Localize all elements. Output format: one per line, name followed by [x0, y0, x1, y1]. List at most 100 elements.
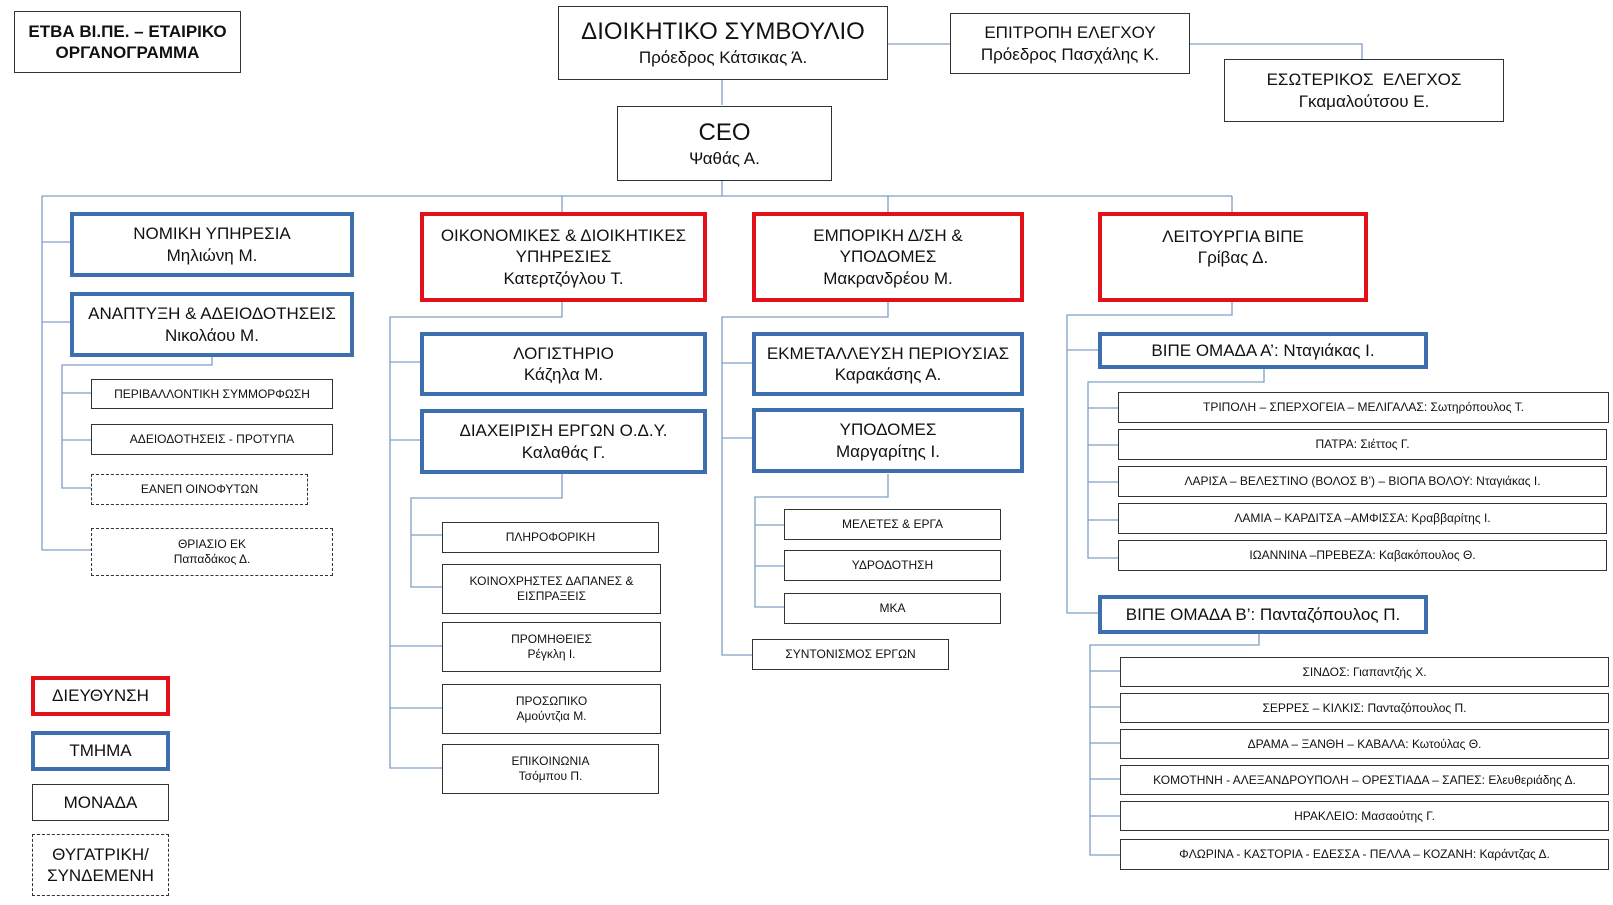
finance-title-line2: ΥΠΗΡΕΣΙΕΣ: [515, 247, 612, 267]
unit-label: ΠΡΟΜΗΘΕΙΕΣ: [511, 632, 592, 646]
site-label: ΙΩΑΝΝΙΝΑ –ΠΡΕΒΕΖΑ: Καβακόπουλος Θ.: [1249, 548, 1476, 562]
unit-mka: ΜΚΑ: [784, 593, 1001, 624]
unit-personnel: ΠΡΟΣΩΠΙΚΟ Αμούντζια Μ.: [442, 684, 661, 734]
unit-studies-works: ΜΕΛΕΤΕΣ & ΕΡΓΑ: [784, 509, 1001, 540]
board-person: Πρόεδρος Κάτσικας Ά.: [638, 48, 808, 68]
operations-person: Γρίβας Δ.: [1197, 248, 1269, 268]
chart-title-line1: ΕΤΒΑ ΒΙ.ΠΕ. – ΕΤΑΙΡΙΚΟ: [28, 21, 227, 41]
legend-department-label: ΤΜΗΜΑ: [69, 741, 132, 761]
chart-title: ΕΤΒΑ ΒΙ.ΠΕ. – ΕΤΑΙΡΙΚΟ ΟΡΓΑΝΟΓΡΑΜΜΑ: [14, 11, 241, 73]
legend-department: ΤΜΗΜΑ: [31, 731, 170, 771]
audit-committee-title: ΕΠΙΤΡΟΠΗ ΕΛΕΓΧΟΥ: [984, 23, 1156, 43]
site-b5: ΗΡΑΚΛΕΙΟ: Μασαούτης Γ.: [1120, 801, 1609, 831]
commercial-directorate: ΕΜΠΟΡΙΚΗ Δ/ΣΗ & ΥΠΟΔΟΜΕΣ Μακρανδρέου Μ.: [752, 212, 1024, 302]
site-b1: ΣΙΝΔΟΣ: Γιαπαντζής Χ.: [1120, 657, 1609, 687]
accounting-title: ΛΟΓΙΣΤΗΡΙΟ: [513, 343, 614, 363]
legend-directorate: ΔΙΕΥΘΥΝΣΗ: [31, 676, 170, 716]
unit-person: Τσόμπου Π.: [518, 769, 583, 783]
site-label: ΣΙΝΔΟΣ: Γιαπαντζής Χ.: [1302, 664, 1427, 679]
operations-title: ΛΕΙΤΟΥΡΓΙΑ ΒΙΠΕ: [1162, 227, 1304, 246]
ceo-title: CEO: [698, 118, 751, 146]
site-label: ΣΕΡΡΕΣ – ΚΙΛΚΙΣ: Πανταζόπουλος Π.: [1262, 700, 1467, 715]
group-a-department: ΒΙΠΕ ΟΜΑΔΑ Α’: Νταγιάκας Ι.: [1098, 332, 1428, 369]
internal-audit-person: Γκαμαλούτσου Ε.: [1298, 91, 1430, 111]
affiliate-label: ΘΡΙΑΣΙΟ ΕΚ: [177, 537, 247, 551]
unit-label: ΕΠΙΚΟΙΝΩΝΙΑ: [511, 754, 590, 768]
unit-label: ΥΔΡΟΔΟΤΗΣΗ: [851, 558, 934, 572]
unit-label: ΠΛΗΡΟΦΟΡΙΚΗ: [505, 530, 596, 544]
legend-unit-label: ΜΟΝΑΔΑ: [63, 792, 138, 812]
finance-directorate: ΟΙΚΟΝΟΜΙΚΕΣ & ΔΙΟΙΚΗΤΙΚΕΣ ΥΠΗΡΕΣΙΕΣ Κατε…: [420, 212, 707, 302]
site-a5: ΙΩΑΝΝΙΝΑ –ΠΡΕΒΕΖΑ: Καβακόπουλος Θ.: [1118, 540, 1607, 571]
site-a4: ΛΑΜΙΑ – ΚΑΡΔΙΤΣΑ –ΑΜΦΙΣΣΑ: Κραββαρίτης Ι…: [1118, 503, 1607, 534]
site-label: ΦΛΩΡΙΝΑ - ΚΑΣΤΟΡΙΑ - ΕΔΕΣΣΑ - ΠΕΛΛΑ – ΚΟ…: [1179, 847, 1550, 861]
unit-procurement: ΠΡΟΜΗΘΕΙΕΣ Ρέγκλη Ι.: [442, 622, 661, 672]
unit-communication: ΕΠΙΚΟΙΝΩΝΙΑ Τσόμπου Π.: [442, 744, 659, 794]
accounting-person: Κάζηλα Μ.: [523, 365, 604, 384]
internal-audit-title: ΕΣΩΤΕΡΙΚΟΣ ΕΛΕΓΧΟΣ: [1266, 70, 1462, 90]
unit-common-expenses: ΚΟΙΝΟΧΡΗΣΤΕΣ ΔΑΠΑΝΕΣ & ΕΙΣΠΡΑΞΕΙΣ: [442, 564, 661, 614]
site-label: ΛΑΜΙΑ – ΚΑΡΔΙΤΣΑ –ΑΜΦΙΣΣΑ: Κραββαρίτης Ι…: [1234, 511, 1491, 525]
operations-directorate: ΛΕΙΤΟΥΡΓΙΑ ΒΙΠΕ Γρίβας Δ.: [1098, 212, 1368, 302]
projects-department: ΔΙΑΧΕΙΡΙΣΗ ΕΡΓΩΝ Ο.Δ.Υ. Καλαθάς Γ.: [420, 409, 707, 474]
projects-person: Καλαθάς Γ.: [521, 442, 606, 462]
group-b-title: ΒΙΠΕ ΟΜΑΔΑ Β’: Πανταζόπουλος Π.: [1125, 604, 1401, 624]
unit-label: ΠΕΡΙΒΑΛΛΟΝΤΙΚΗ ΣΥΜΜΟΡΦΩΣΗ: [114, 386, 310, 401]
unit-label: ΜΕΛΕΤΕΣ & ΕΡΓΑ: [842, 517, 943, 531]
chart-title-line2: ΟΡΓΑΝΟΓΡΑΜΜΑ: [55, 43, 200, 62]
unit-water-supply: ΥΔΡΟΔΟΤΗΣΗ: [784, 550, 1001, 581]
commercial-title-line2: ΥΠΟΔΟΜΕΣ: [839, 247, 937, 267]
affiliate-thriasio: ΘΡΙΑΣΙΟ ΕΚ Παπαδάκος Δ.: [91, 528, 333, 576]
ceo-person: Ψαθάς Α.: [689, 148, 760, 168]
site-label: ΠΑΤΡΑ: Σιέττος Γ.: [1315, 437, 1410, 451]
site-b3: ΔΡΑΜΑ – ΞΑΝΘΗ – ΚΑΒΑΛΑ: Κωτούλας Θ.: [1120, 729, 1609, 759]
unit-person: Αμούντζια Μ.: [516, 709, 587, 723]
infrastructure-title: ΥΠΟΔΟΜΕΣ: [839, 420, 937, 440]
unit-licensing-standards: ΑΔΕΙΟΔΟΤΗΣΕΙΣ - ΠΡΟΤΥΠΑ: [91, 424, 333, 455]
unit-person: Ρέγκλη Ι.: [527, 647, 576, 661]
infrastructure-department: ΥΠΟΔΟΜΕΣ Μαργαρίτης Ι.: [752, 408, 1024, 473]
development-department: ΑΝΑΠΤΥΞΗ & ΑΔΕΙΟΔΟΤΗΣΕΙΣ Νικολάου Μ.: [70, 292, 354, 357]
legend-affiliate-line2: ΣΥΝΔΕΜΕΝΗ: [47, 866, 154, 885]
legend-unit: ΜΟΝΑΔΑ: [32, 784, 169, 821]
site-b4: ΚΟΜΟΤΗΝΗ - ΑΛΕΞΑΝΔΡΟΥΠΟΛΗ – ΟΡΕΣΤΙΑΔΑ – …: [1120, 765, 1609, 795]
audit-committee-person: Πρόεδρος Πασχάλης Κ.: [980, 44, 1160, 64]
accounting-department: ΛΟΓΙΣΤΗΡΙΟ Κάζηλα Μ.: [420, 332, 707, 396]
board-box: ΔΙΟΙΚΗΤΙΚΟ ΣΥΜΒΟΥΛΙΟ Πρόεδρος Κάτσικας Ά…: [558, 6, 888, 80]
unit-label: ΚΟΙΝΟΧΡΗΣΤΕΣ ΔΑΠΑΝΕΣ &: [469, 574, 634, 588]
site-a3: ΛΑΡΙΣΑ – ΒΕΛΕΣΤΙΝΟ (ΒΟΛΟΣ Β’) – ΒΙΟΠΑ ΒΟ…: [1118, 466, 1607, 497]
legend-affiliate-line1: ΘΥΓΑΤΡΙΚΗ/: [52, 844, 149, 864]
projects-title: ΔΙΑΧΕΙΡΙΣΗ ΕΡΓΩΝ Ο.Δ.Υ.: [459, 421, 668, 441]
commercial-person: Μακρανδρέου Μ.: [823, 268, 953, 288]
infrastructure-person: Μαργαρίτης Ι.: [836, 441, 940, 461]
site-a1: ΤΡΙΠΟΛΗ – ΣΠΕΡΧΟΓΕΙΑ – ΜΕΛΙΓΑΛΑΣ: Σωτηρό…: [1118, 392, 1609, 423]
unit-it: ΠΛΗΡΟΦΟΡΙΚΗ: [442, 522, 659, 553]
affiliate-eanep: ΕΑΝΕΠ ΟΙΝΟΦΥΤΩΝ: [91, 474, 308, 505]
property-person: Καρακάσης Α.: [834, 365, 942, 384]
site-label: ΤΡΙΠΟΛΗ – ΣΠΕΡΧΟΓΕΙΑ – ΜΕΛΙΓΑΛΑΣ: Σωτηρό…: [1203, 400, 1524, 414]
finance-title-line1: ΟΙΚΟΝΟΜΙΚΕΣ & ΔΙΟΙΚΗΤΙΚΕΣ: [440, 226, 687, 246]
unit-label-line2: ΕΙΣΠΡΑΞΕΙΣ: [516, 589, 587, 603]
ceo-box: CEO Ψαθάς Α.: [617, 106, 832, 181]
site-label: ΛΑΡΙΣΑ – ΒΕΛΕΣΤΙΝΟ (ΒΟΛΟΣ Β’) – ΒΙΟΠΑ ΒΟ…: [1184, 474, 1541, 488]
finance-person: Κατερτζόγλου Τ.: [503, 268, 624, 288]
site-label: ΔΡΑΜΑ – ΞΑΝΘΗ – ΚΑΒΑΛΑ: Κωτούλας Θ.: [1247, 736, 1482, 751]
group-a-title: ΒΙΠΕ ΟΜΑΔΑ Α’: Νταγιάκας Ι.: [1151, 340, 1375, 360]
site-a2: ΠΑΤΡΑ: Σιέττος Γ.: [1118, 429, 1607, 460]
development-person: Νικολάου Μ.: [165, 325, 259, 345]
unit-label: ΠΡΟΣΩΠΙΚΟ: [515, 694, 588, 708]
site-label: ΗΡΑΚΛΕΙΟ: Μασαούτης Γ.: [1294, 808, 1435, 823]
site-b6: ΦΛΩΡΙΝΑ - ΚΑΣΤΟΡΙΑ - ΕΔΕΣΣΑ - ΠΕΛΛΑ – ΚΟ…: [1120, 839, 1609, 870]
legend-directorate-label: ΔΙΕΥΘΥΝΣΗ: [52, 686, 149, 706]
property-title: ΕΚΜΕΤΑΛΛΕΥΣΗ ΠΕΡΙΟΥΣΙΑΣ: [766, 343, 1010, 363]
site-label: ΚΟΜΟΤΗΝΗ - ΑΛΕΞΑΝΔΡΟΥΠΟΛΗ – ΟΡΕΣΤΙΑΔΑ – …: [1153, 772, 1576, 787]
legal-department: ΝΟΜΙΚΗ ΥΠΗΡΕΣΙΑ Μηλιώνη Μ.: [70, 212, 354, 277]
legend-affiliate: ΘΥΓΑΤΡΙΚΗ/ ΣΥΝΔΕΜΕΝΗ: [32, 834, 169, 896]
unit-project-coordination: ΣΥΝΤΟΝΙΣΜΟΣ ΕΡΓΩΝ: [752, 639, 949, 670]
legal-person: Μηλιώνη Μ.: [166, 245, 258, 265]
affiliate-label: ΕΑΝΕΠ ΟΙΝΟΦΥΤΩΝ: [140, 482, 259, 496]
site-b2: ΣΕΡΡΕΣ – ΚΙΛΚΙΣ: Πανταζόπουλος Π.: [1120, 693, 1609, 723]
audit-committee-box: ΕΠΙΤΡΟΠΗ ΕΛΕΓΧΟΥ Πρόεδρος Πασχάλης Κ.: [950, 13, 1190, 74]
